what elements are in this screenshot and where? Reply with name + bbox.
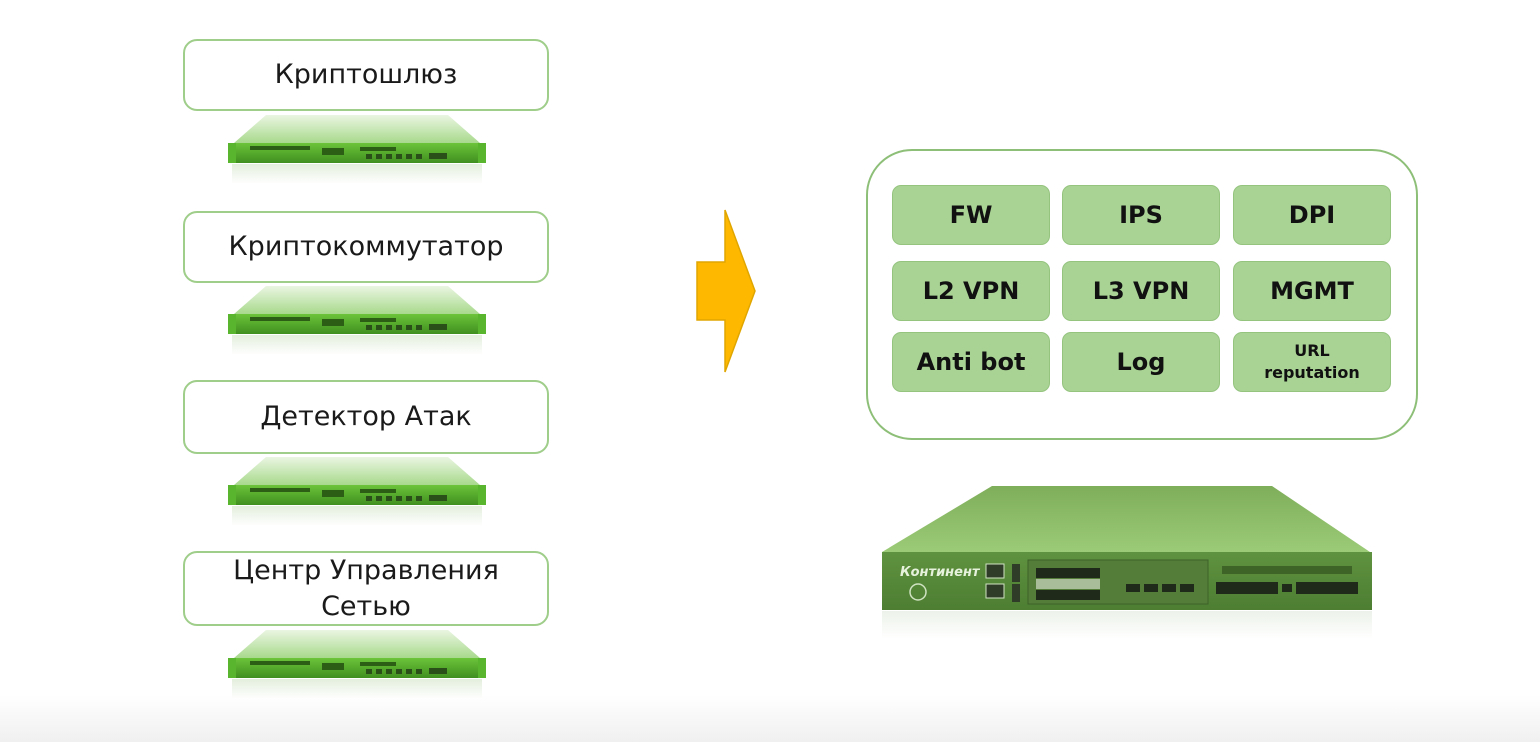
module-label: FW xyxy=(949,201,993,229)
module-ips: IPS xyxy=(1062,185,1220,245)
module-url-reputation: URL reputation xyxy=(1233,332,1391,392)
device-label-text: Криптошлюз xyxy=(274,59,458,90)
module-label: Anti bot xyxy=(916,348,1026,376)
rack-appliance-image xyxy=(228,630,486,699)
module-log: Log xyxy=(1062,332,1220,392)
device-label-cryptoswitch: Криптокоммутатор xyxy=(183,211,549,283)
module-l3-vpn: L3 VPN xyxy=(1062,261,1220,321)
module-label: MGMT xyxy=(1270,277,1354,305)
module-l2-vpn: L2 VPN xyxy=(892,261,1050,321)
module-label: DPI xyxy=(1288,201,1336,229)
device-label-network-control-center: Центр Управления Сетью xyxy=(183,551,549,626)
module-label-line1: URL xyxy=(1294,341,1330,360)
module-label-line2: reputation xyxy=(1264,363,1360,382)
device-label-cryptogateway: Криптошлюз xyxy=(183,39,549,111)
rack-appliance-image xyxy=(228,286,486,355)
module-anti-bot: Anti bot xyxy=(892,332,1050,392)
device-label-text: Криптокоммутатор xyxy=(228,231,504,262)
module-mgmt: MGMT xyxy=(1233,261,1391,321)
modules-panel: FW IPS DPI L2 VPN L3 VPN MGMT Anti bot L… xyxy=(866,149,1418,440)
device-label-line2: Сетью xyxy=(321,590,411,622)
device-label-text: Детектор Атак xyxy=(260,401,472,432)
device-label-line1: Центр Управления xyxy=(233,554,499,586)
module-label: L3 VPN xyxy=(1092,277,1190,305)
rack-appliance-image xyxy=(228,457,486,526)
rack-appliance-image xyxy=(228,115,486,184)
module-label: L2 VPN xyxy=(922,277,1020,305)
module-dpi: DPI xyxy=(1233,185,1391,245)
brand-label: Континент xyxy=(900,565,981,580)
module-fw: FW xyxy=(892,185,1050,245)
brand-logo-icon xyxy=(909,583,927,601)
module-label: IPS xyxy=(1119,201,1163,229)
arrow-right-icon xyxy=(696,209,756,373)
device-label-attack-detector: Детектор Атак xyxy=(183,380,549,454)
continent-appliance-image: Континент xyxy=(882,486,1372,639)
module-label: Log xyxy=(1116,348,1166,376)
